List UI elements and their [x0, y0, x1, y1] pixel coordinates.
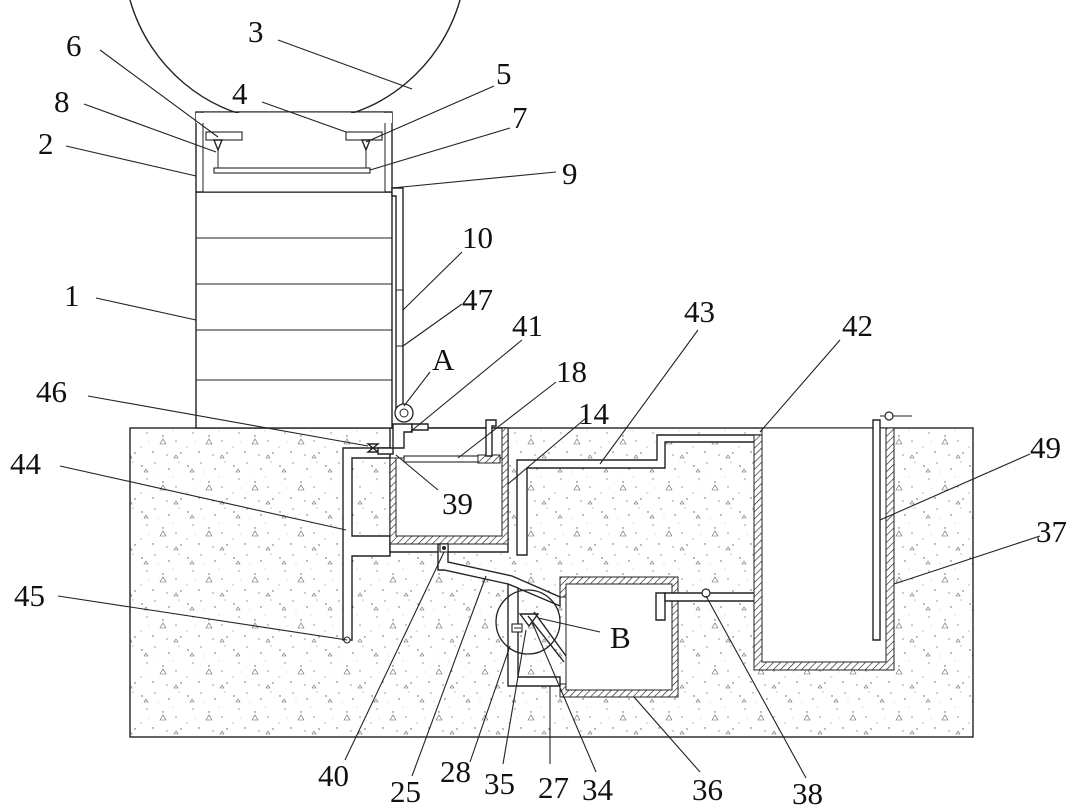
- nozzle-left: [205, 131, 243, 141]
- label-18: 18: [556, 354, 587, 389]
- tank-14-interior: [395, 457, 503, 537]
- sprayer-6-icon: [212, 139, 224, 152]
- part-labels: 6 8 2 3 4 5 7 9 1 10 47 41 A 46 18 14 43…: [10, 14, 1067, 808]
- label-2: 2: [38, 126, 54, 161]
- nozzle-right: [345, 131, 383, 141]
- label-37: 37: [1036, 514, 1067, 549]
- pipe-38: [655, 592, 666, 621]
- arc-3: [129, 0, 461, 119]
- valve-34-icon: [518, 613, 540, 628]
- label-4: 4: [232, 76, 248, 111]
- label-7: 7: [512, 100, 528, 135]
- label-38: 38: [792, 776, 823, 808]
- pipe-43-channel: [516, 434, 761, 556]
- label-45: 45: [14, 578, 45, 613]
- valve-46-icon: [366, 443, 380, 453]
- label-25: 25: [390, 774, 421, 808]
- label-34: 34: [582, 772, 614, 807]
- label-35: 35: [484, 766, 515, 801]
- label-41: 41: [512, 308, 543, 343]
- pipe-38-horizontal: [664, 592, 757, 602]
- valve-38-icon: [701, 588, 711, 598]
- label-40: 40: [318, 758, 349, 793]
- pipe-39: [377, 447, 394, 455]
- pump-a-icon: [394, 403, 414, 423]
- label-44: 44: [10, 446, 42, 481]
- label-43: 43: [684, 294, 715, 329]
- label-8: 8: [54, 84, 70, 119]
- label-a: A: [432, 342, 455, 377]
- label-49: 49: [1030, 430, 1061, 465]
- label-b: B: [610, 620, 631, 655]
- pipe-49: [872, 419, 881, 641]
- pipe-10: [391, 187, 404, 411]
- label-27: 27: [538, 770, 569, 805]
- label-36: 36: [692, 772, 723, 807]
- label-46: 46: [36, 374, 67, 409]
- detail-circle-b: [495, 589, 561, 655]
- plate-7: [213, 167, 371, 174]
- tank-37-interior: [761, 427, 887, 663]
- label-6: 6: [66, 28, 82, 63]
- label-9: 9: [562, 156, 578, 191]
- box-36-interior: [565, 583, 673, 691]
- valve-49-icon: [884, 411, 894, 421]
- connector-34: [527, 615, 565, 663]
- label-39: 39: [442, 486, 473, 521]
- connector-34b: [533, 611, 567, 657]
- label-10: 10: [462, 220, 493, 255]
- label-1: 1: [64, 278, 80, 313]
- label-14: 14: [578, 396, 610, 431]
- top-box-inner: [202, 111, 386, 193]
- label-5: 5: [496, 56, 512, 91]
- tower-body-1: [195, 191, 393, 429]
- label-28: 28: [440, 754, 471, 789]
- label-42: 42: [842, 308, 873, 343]
- label-3: 3: [248, 14, 264, 49]
- sprayer-5-icon: [360, 139, 372, 152]
- leader-lines: [57, 39, 1041, 779]
- label-47: 47: [462, 282, 493, 317]
